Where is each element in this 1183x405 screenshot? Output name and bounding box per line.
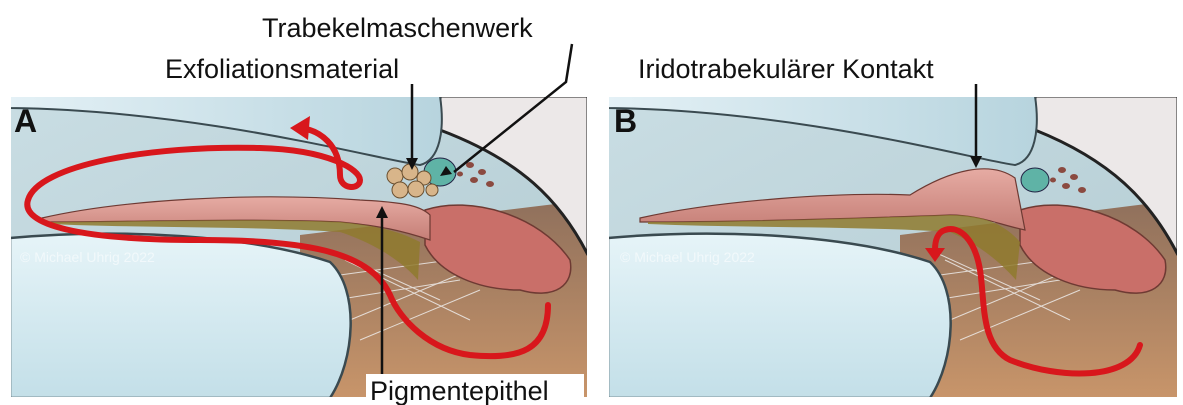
label-trabecular-meshwork: Trabekelmaschenwerk xyxy=(262,13,533,43)
panel-b: B © Michael Uhrig 2022 xyxy=(608,96,1178,398)
label-iridotrabecular-contact: Iridotrabekulärer Kontakt xyxy=(638,54,934,84)
panel-b-letter: B xyxy=(614,103,637,139)
label-pigment-epithelium: Pigmentepithel xyxy=(370,376,549,405)
panel-a: A © Michael Uhrig 2022 xyxy=(10,96,588,398)
panel-b-copyright: © Michael Uhrig 2022 xyxy=(620,249,755,265)
panel-a-copyright: © Michael Uhrig 2022 xyxy=(20,249,155,265)
label-exfoliation-material: Exfoliationsmaterial xyxy=(165,54,399,84)
panel-b-trabecular-meshwork xyxy=(1021,168,1049,192)
panel-a-letter: A xyxy=(14,103,37,139)
